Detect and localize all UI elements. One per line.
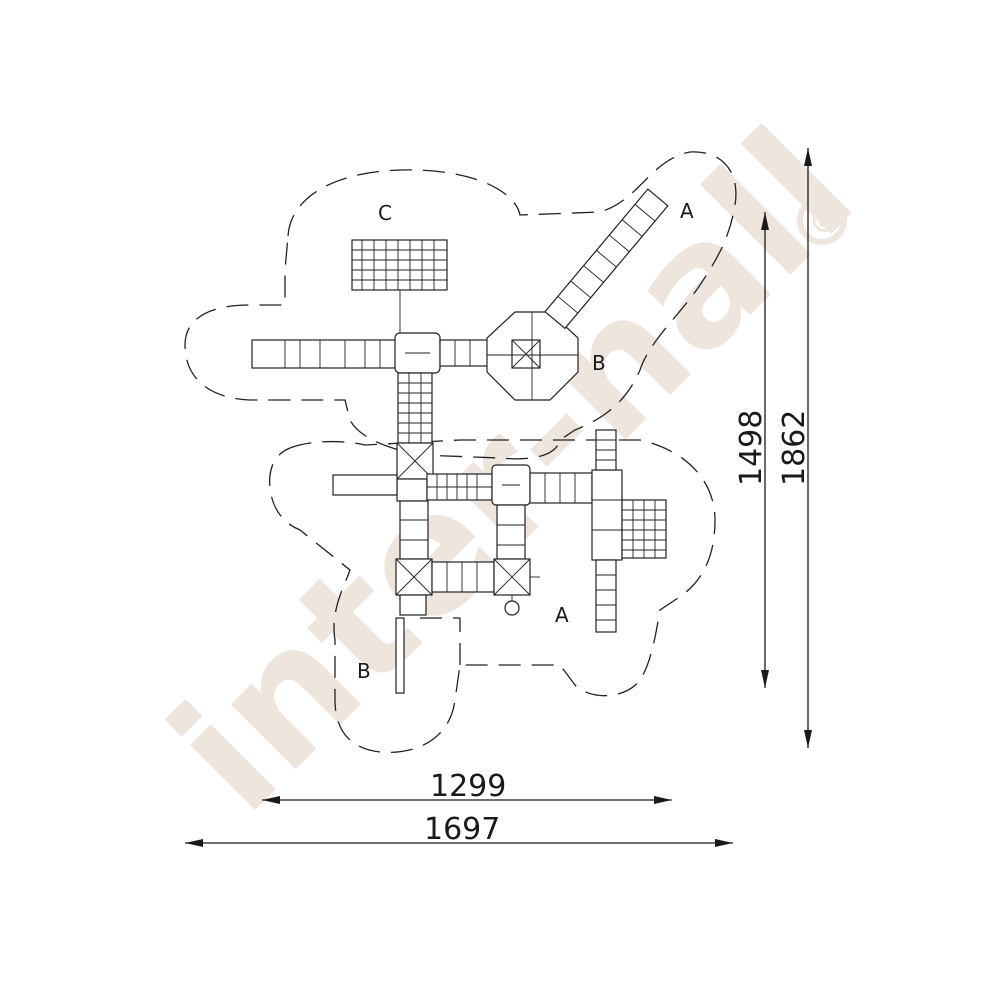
slide-bottom-left [395, 617, 405, 694]
dimension-inner-width-label: 1299 [430, 769, 506, 804]
zone-label-c-top-left: C [378, 201, 392, 225]
zone-label-b-bottom-left: B [357, 659, 371, 683]
tower-middle-left [396, 442, 434, 502]
octagon-platform [486, 311, 579, 401]
dimension-outer-height-label: 1862 [777, 410, 812, 486]
tube-slide-left [251, 339, 398, 369]
tower-upper-left [394, 332, 441, 374]
tower-bottom-left [395, 558, 433, 616]
zone-label-b-middle-right: B [592, 351, 606, 375]
watermark-registered-circle [797, 195, 847, 245]
ladder-right-bottom [595, 559, 617, 633]
zone-label-a-bottom: A [555, 603, 569, 627]
tower-middle [491, 464, 531, 506]
tube-lower-middle [496, 504, 526, 560]
dimension-outer-height: 1862 [777, 148, 812, 748]
net-bridge-middle [426, 473, 493, 501]
dimension-inner-height: 1498 [734, 212, 769, 688]
dimension-inner-width: 1299 [262, 769, 672, 804]
tube-slide-diagonal [544, 188, 669, 330]
tower-bottom-middle [493, 558, 540, 616]
bridge-bottom [431, 561, 495, 593]
safety-zone-outline-upper [184, 151, 737, 460]
tube-lower-left [399, 500, 429, 560]
bridge-middle-right [529, 472, 593, 504]
safety-zone-outline-lower [269, 439, 716, 754]
slide-middle-left [332, 474, 398, 496]
dimension-outer-width: 1697 [185, 812, 733, 847]
watermark-registered-mark: ® [808, 201, 842, 241]
climbing-net-panel [351, 239, 448, 335]
tower-right [591, 429, 623, 561]
zone-label-a-top-right: A [680, 199, 694, 223]
net-tunnel-vertical [397, 372, 433, 444]
climbing-net-right [621, 499, 667, 559]
dimension-outer-width-label: 1697 [424, 812, 500, 847]
dimension-inner-height-label: 1498 [734, 410, 769, 486]
bridge-upper [439, 339, 491, 367]
zone-labels: A B C A B [357, 199, 694, 683]
safety-zones [184, 151, 737, 754]
